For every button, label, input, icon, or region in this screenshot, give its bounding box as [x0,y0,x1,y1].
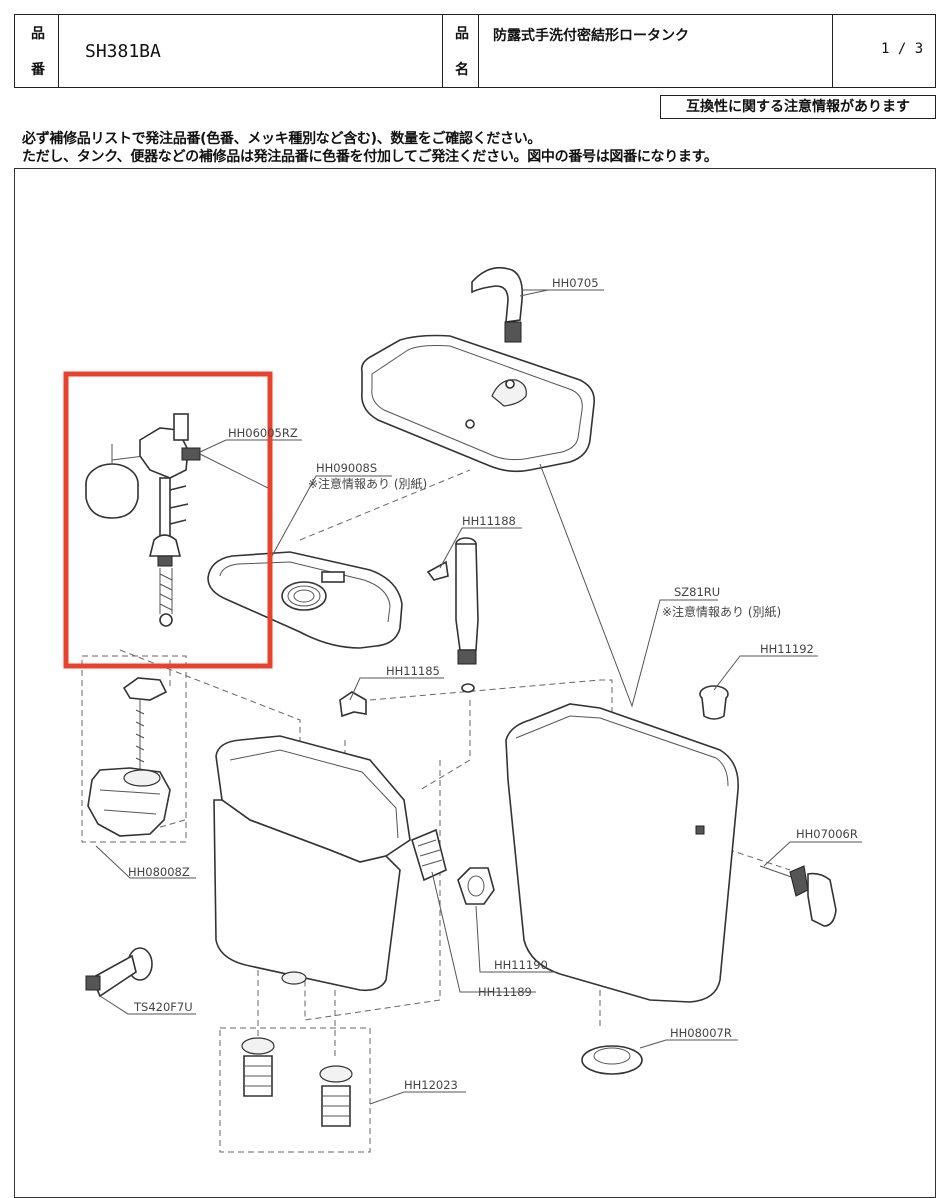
outer-tank-part[interactable] [505,703,739,1003]
inner-tank-part[interactable] [213,735,447,992]
label-bolts[interactable]: HH12023 [404,1078,458,1092]
instruction-line-1: 必ず補修品リストで発注品番(色番、メッキ種別など含む)、数量をご確認ください。 [22,131,542,147]
label-lid[interactable]: HH09008S [316,461,377,475]
gasket-plate-part[interactable] [457,867,495,905]
highlight-box [63,371,273,669]
clip-part[interactable] [339,691,367,718]
header-table: 品 番 SH381BA 品 名 防露式手洗付密結形ロータンク 1 / 3 [14,14,936,88]
part-no-label-top: 品 [31,26,45,42]
product-name: 防露式手洗付密結形ロータンク [493,28,689,44]
ball-tap-part[interactable] [85,413,273,627]
label-gasket[interactable]: HH11189 [478,985,532,999]
compatibility-notice[interactable]: 互換性に関する注意情報があります [660,95,936,119]
tank-lid-part[interactable] [360,334,596,473]
faucet-part[interactable] [471,266,548,343]
label-faucet[interactable]: HH0705 [552,276,599,290]
bushing-part[interactable] [699,685,729,720]
label-spout[interactable]: HH11188 [462,514,516,528]
label-lever[interactable]: HH07006R [796,827,858,841]
label-tank[interactable]: SZ81RU [674,585,720,599]
lever-part[interactable] [759,865,837,927]
bolts-part[interactable] [219,1027,371,1153]
product-label-cell: 品 名 [443,15,479,87]
part-number: SH381BA [85,41,161,62]
label-bushing[interactable]: HH11192 [760,642,814,656]
part-no-label-bottom: 番 [31,62,45,78]
label-ball-tap[interactable]: HH06005RZ [228,426,298,440]
stop-valve-part[interactable] [85,947,153,998]
label-gasket-plate[interactable]: HH11190 [494,958,548,972]
packing-part[interactable] [581,1045,643,1075]
flush-valve-part[interactable] [81,655,187,843]
product-label-bottom: 名 [455,62,469,78]
label-clip[interactable]: HH11185 [386,664,440,678]
page-number: 1 / 3 [881,41,924,57]
note-lid: ※注意情報あり (別紙) [308,476,427,491]
part-no-cell [59,15,443,87]
leader-lines [95,289,862,1105]
part-no-label-cell: 品 番 [15,15,59,87]
label-stop-valve[interactable]: TS420F7U [133,1000,193,1014]
inner-lid-part[interactable] [207,551,403,649]
note-tank: ※注意情報あり (別紙) [662,604,781,619]
product-name-cell [479,15,833,87]
instruction-line-2: ただし、タンク、便器などの補修品は発注品番に色番を付加してご発注ください。図中の… [22,149,718,165]
spout-part[interactable] [426,537,479,693]
label-flush-valve[interactable]: HH08008Z [128,865,190,879]
label-packing[interactable]: HH08007R [670,1026,732,1040]
product-label-top: 品 [455,26,469,42]
